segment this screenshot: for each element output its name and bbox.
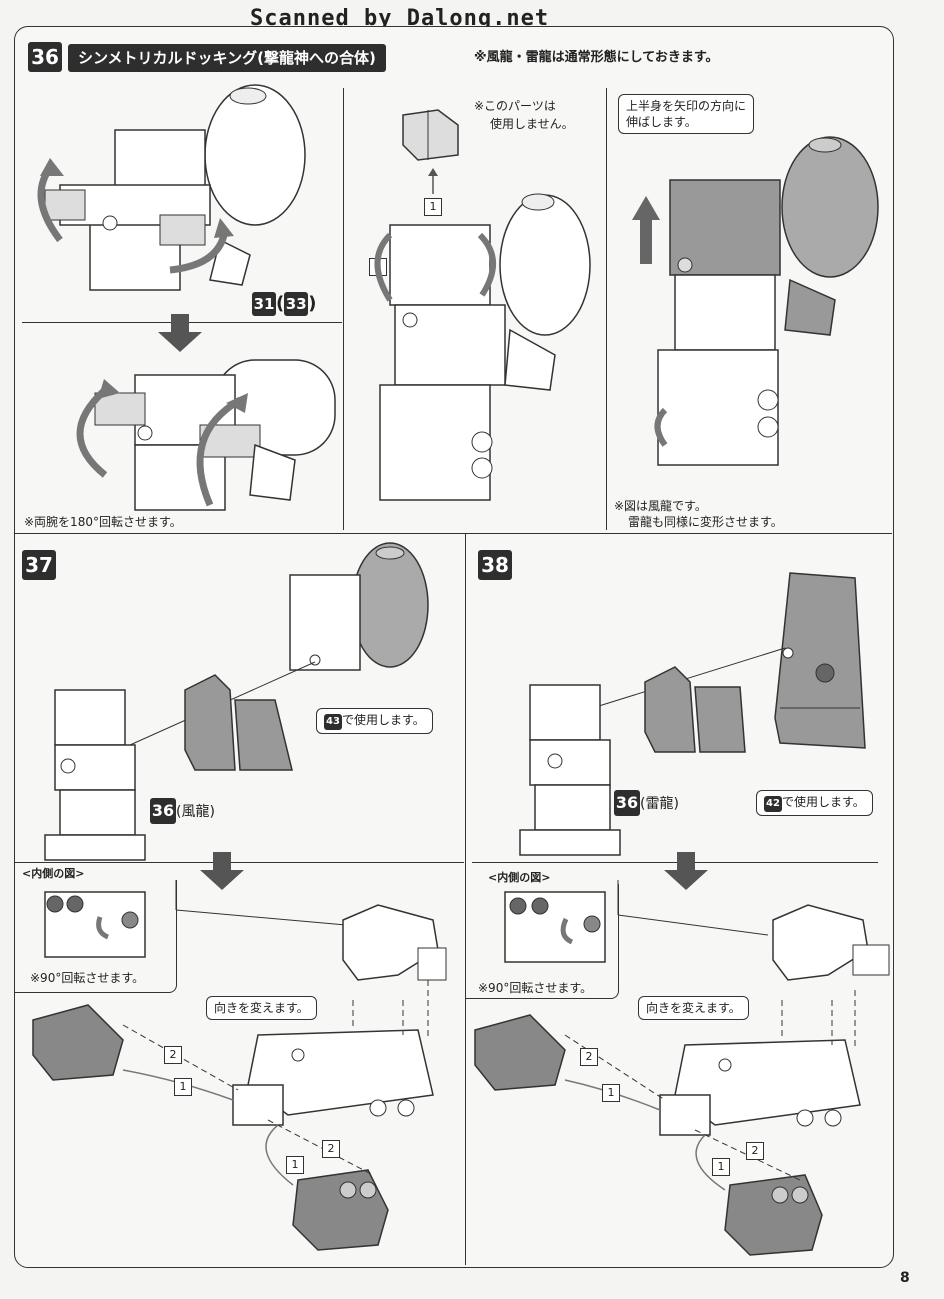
robot-extended-illustration — [654, 136, 879, 466]
ref-badge-36: 36 — [614, 790, 640, 816]
guide-lines — [175, 880, 347, 926]
down-arrow-icon — [158, 314, 202, 352]
seq-box-1: 1 — [424, 198, 442, 216]
step-38-direction-callout: 向きを変えます。 — [638, 996, 749, 1020]
step-36-subtitle: ※風龍・雷龍は通常形態にしておきます。 — [474, 50, 719, 65]
leg-part-illustration — [774, 572, 866, 749]
inner-view-box — [466, 884, 619, 999]
step-37-ref: 36(風龍) — [150, 798, 215, 824]
seq-box-2: 2 — [322, 1140, 340, 1158]
divider — [465, 533, 466, 1265]
seq-box-2: 2 — [580, 1048, 598, 1066]
step-36-ref: 31(33) — [252, 292, 317, 316]
use-badge-42: 42 — [764, 796, 782, 812]
inner-view-box — [14, 880, 177, 993]
inner-view-illustration — [504, 891, 606, 963]
seq-box-2: 2 — [746, 1142, 764, 1160]
chest-part-illustration — [644, 666, 746, 753]
step-36-note-parts-2: 使用しません。 — [490, 117, 574, 131]
unused-part-icon — [402, 109, 459, 161]
step-36-note-fuuryu-2: 雷龍も同様に変形させます。 — [628, 515, 783, 529]
ref-badge-36: 36 — [150, 798, 176, 824]
seq-box-1: 1 — [602, 1084, 620, 1102]
step-38-ref: 36(雷龍) — [614, 790, 679, 816]
down-arrow-icon — [664, 852, 708, 890]
robot-standing-illustration — [44, 689, 146, 861]
head-part-illustration — [772, 904, 890, 981]
step-38-rotate-note: ※90°回転させます。 — [478, 981, 593, 995]
step-37-rotate-note: ※90°回転させます。 — [30, 971, 145, 985]
inner-view-illustration — [44, 891, 146, 958]
divider — [343, 88, 344, 530]
assembly-illustration — [32, 980, 434, 1251]
divider — [14, 533, 892, 534]
step-36-callout: 上半身を矢印の方向に 伸ばします。 — [618, 94, 755, 134]
arm-rotation-illustration — [76, 359, 336, 511]
step-38-number: 38 — [478, 550, 512, 580]
seq-box-1: 1 — [712, 1158, 730, 1176]
step-37-number: 37 — [22, 550, 56, 580]
up-arrow-icon — [632, 196, 660, 264]
divider — [472, 862, 878, 863]
step-36-note-arms: ※両腕を180°回転させます。 — [24, 515, 182, 529]
step-36-number: 36 — [28, 42, 62, 72]
use-badge-43: 43 — [324, 714, 342, 730]
down-arrow-icon — [200, 852, 244, 890]
guide-lines — [617, 880, 769, 936]
step-36-title: シンメトリカルドッキング(撃龍神への合体) — [68, 44, 386, 72]
robot-dock-illustration — [374, 193, 591, 501]
assembly-illustration — [474, 990, 861, 1256]
ref-badge-33: 33 — [284, 292, 309, 316]
page-number: 8 — [900, 1270, 910, 1286]
chest-part-illustration — [184, 674, 293, 771]
step-36-note-parts-1: ※このパーツは — [474, 99, 556, 113]
seq-box-2: 2 — [164, 1046, 182, 1064]
robot-standing-illustration — [519, 684, 621, 856]
step-37-inner-view: <内側の図> — [22, 867, 85, 880]
step-37-direction-callout: 向きを変えます。 — [206, 996, 317, 1020]
ref-badge-31: 31 — [252, 292, 276, 316]
divider — [14, 862, 464, 863]
dragon-body-illustration — [289, 542, 429, 671]
step-36-note-fuuryu-1: ※図は風龍です。 — [614, 499, 707, 513]
head-part-illustration — [342, 904, 447, 981]
seq-box-1: 1 — [286, 1156, 304, 1174]
divider — [606, 88, 607, 530]
up-arrow-icon — [428, 168, 438, 194]
robot-upper-illustration — [37, 84, 306, 291]
step-38-inner-view: <内側の図> — [488, 871, 551, 884]
seq-box-1: 1 — [174, 1078, 192, 1096]
